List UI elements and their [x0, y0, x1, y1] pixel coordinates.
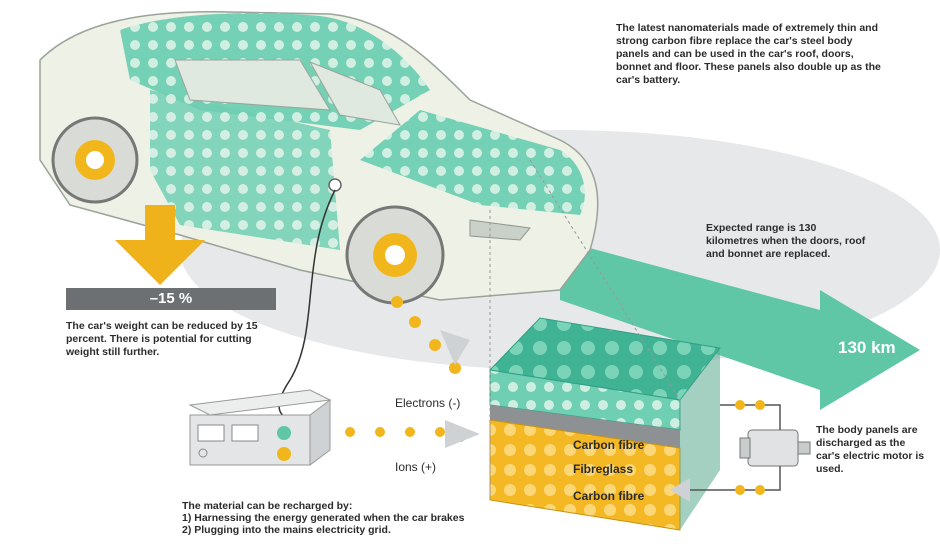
weight-note: The car's weight can be reduced by 15 pe…	[66, 320, 258, 358]
electric-motor-icon	[670, 400, 811, 502]
recharge-option-2: 2) Plugging into the mains electricity g…	[182, 524, 391, 536]
electron-flow	[391, 296, 470, 374]
carbon-fibre-bottom-label: Carbon fibre	[573, 489, 645, 503]
nanomaterial-note: The latest nanomaterials made of extreme…	[616, 22, 881, 86]
charger-box-icon	[188, 389, 332, 466]
car-illustration	[39, 11, 599, 305]
plug-cable-icon	[278, 189, 336, 421]
range-badge: 130 km	[838, 338, 896, 357]
weight-reduction-badge: –15 %	[66, 288, 276, 310]
charge-flow	[345, 420, 480, 448]
recharge-intro: The material can be recharged by:	[182, 500, 353, 512]
motor-note: The body panels are discharged as the ca…	[816, 424, 925, 475]
recharge-option-1: 1) Harnessing the energy generated when …	[182, 512, 465, 524]
ions-label: Ions (+)	[395, 460, 437, 474]
range-arrow-icon	[560, 240, 920, 410]
recharge-note: The material can be recharged by: 1) Har…	[182, 500, 512, 536]
fibreglass-label: Fibreglass	[573, 462, 634, 476]
down-arrow-icon	[115, 205, 205, 285]
range-note: Expected range is 130 kilometres when th…	[706, 222, 866, 260]
electrons-label: Electrons (-)	[395, 396, 461, 410]
carbon-fibre-top-label: Carbon fibre	[573, 438, 645, 452]
